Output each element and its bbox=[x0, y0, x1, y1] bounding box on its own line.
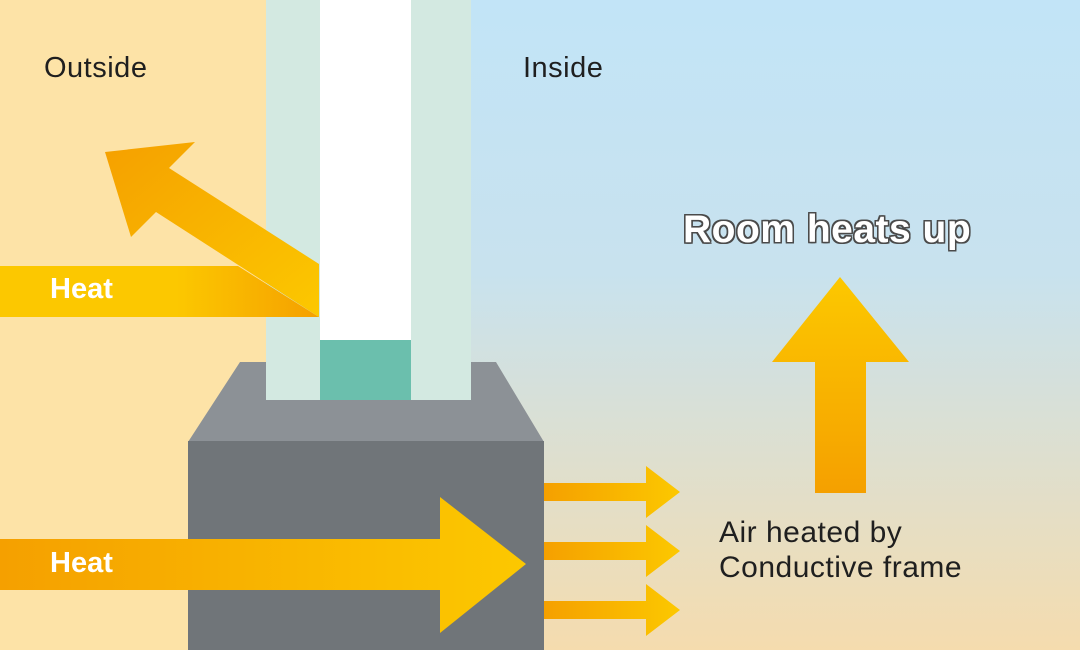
air-heated-label-line2: Conductive frame bbox=[719, 551, 963, 584]
outer-glass-pane bbox=[266, 0, 320, 400]
small-heat-arrow-3 bbox=[544, 584, 680, 636]
outside-label: Outside bbox=[44, 52, 148, 84]
rising-heat-arrow bbox=[772, 277, 909, 493]
inner-glass-pane bbox=[411, 0, 471, 400]
frame-top-bevel bbox=[188, 362, 544, 442]
heat-arrow-incoming-top bbox=[0, 266, 319, 317]
room-heats-up-label: Room heats up bbox=[683, 208, 972, 251]
small-heat-arrow-2 bbox=[544, 525, 680, 577]
heat-label-bottom: Heat bbox=[50, 547, 113, 579]
heat-arrow-reflected bbox=[105, 142, 319, 317]
glass-air-gap bbox=[320, 0, 411, 340]
inside-label: Inside bbox=[523, 52, 604, 84]
heat-label-top: Heat bbox=[50, 273, 113, 305]
glass-spacer bbox=[320, 340, 411, 400]
small-heat-arrow-1 bbox=[544, 466, 680, 518]
air-heated-label-line1: Air heated by bbox=[719, 516, 903, 549]
heat-arrow-incoming-bottom bbox=[0, 497, 526, 633]
